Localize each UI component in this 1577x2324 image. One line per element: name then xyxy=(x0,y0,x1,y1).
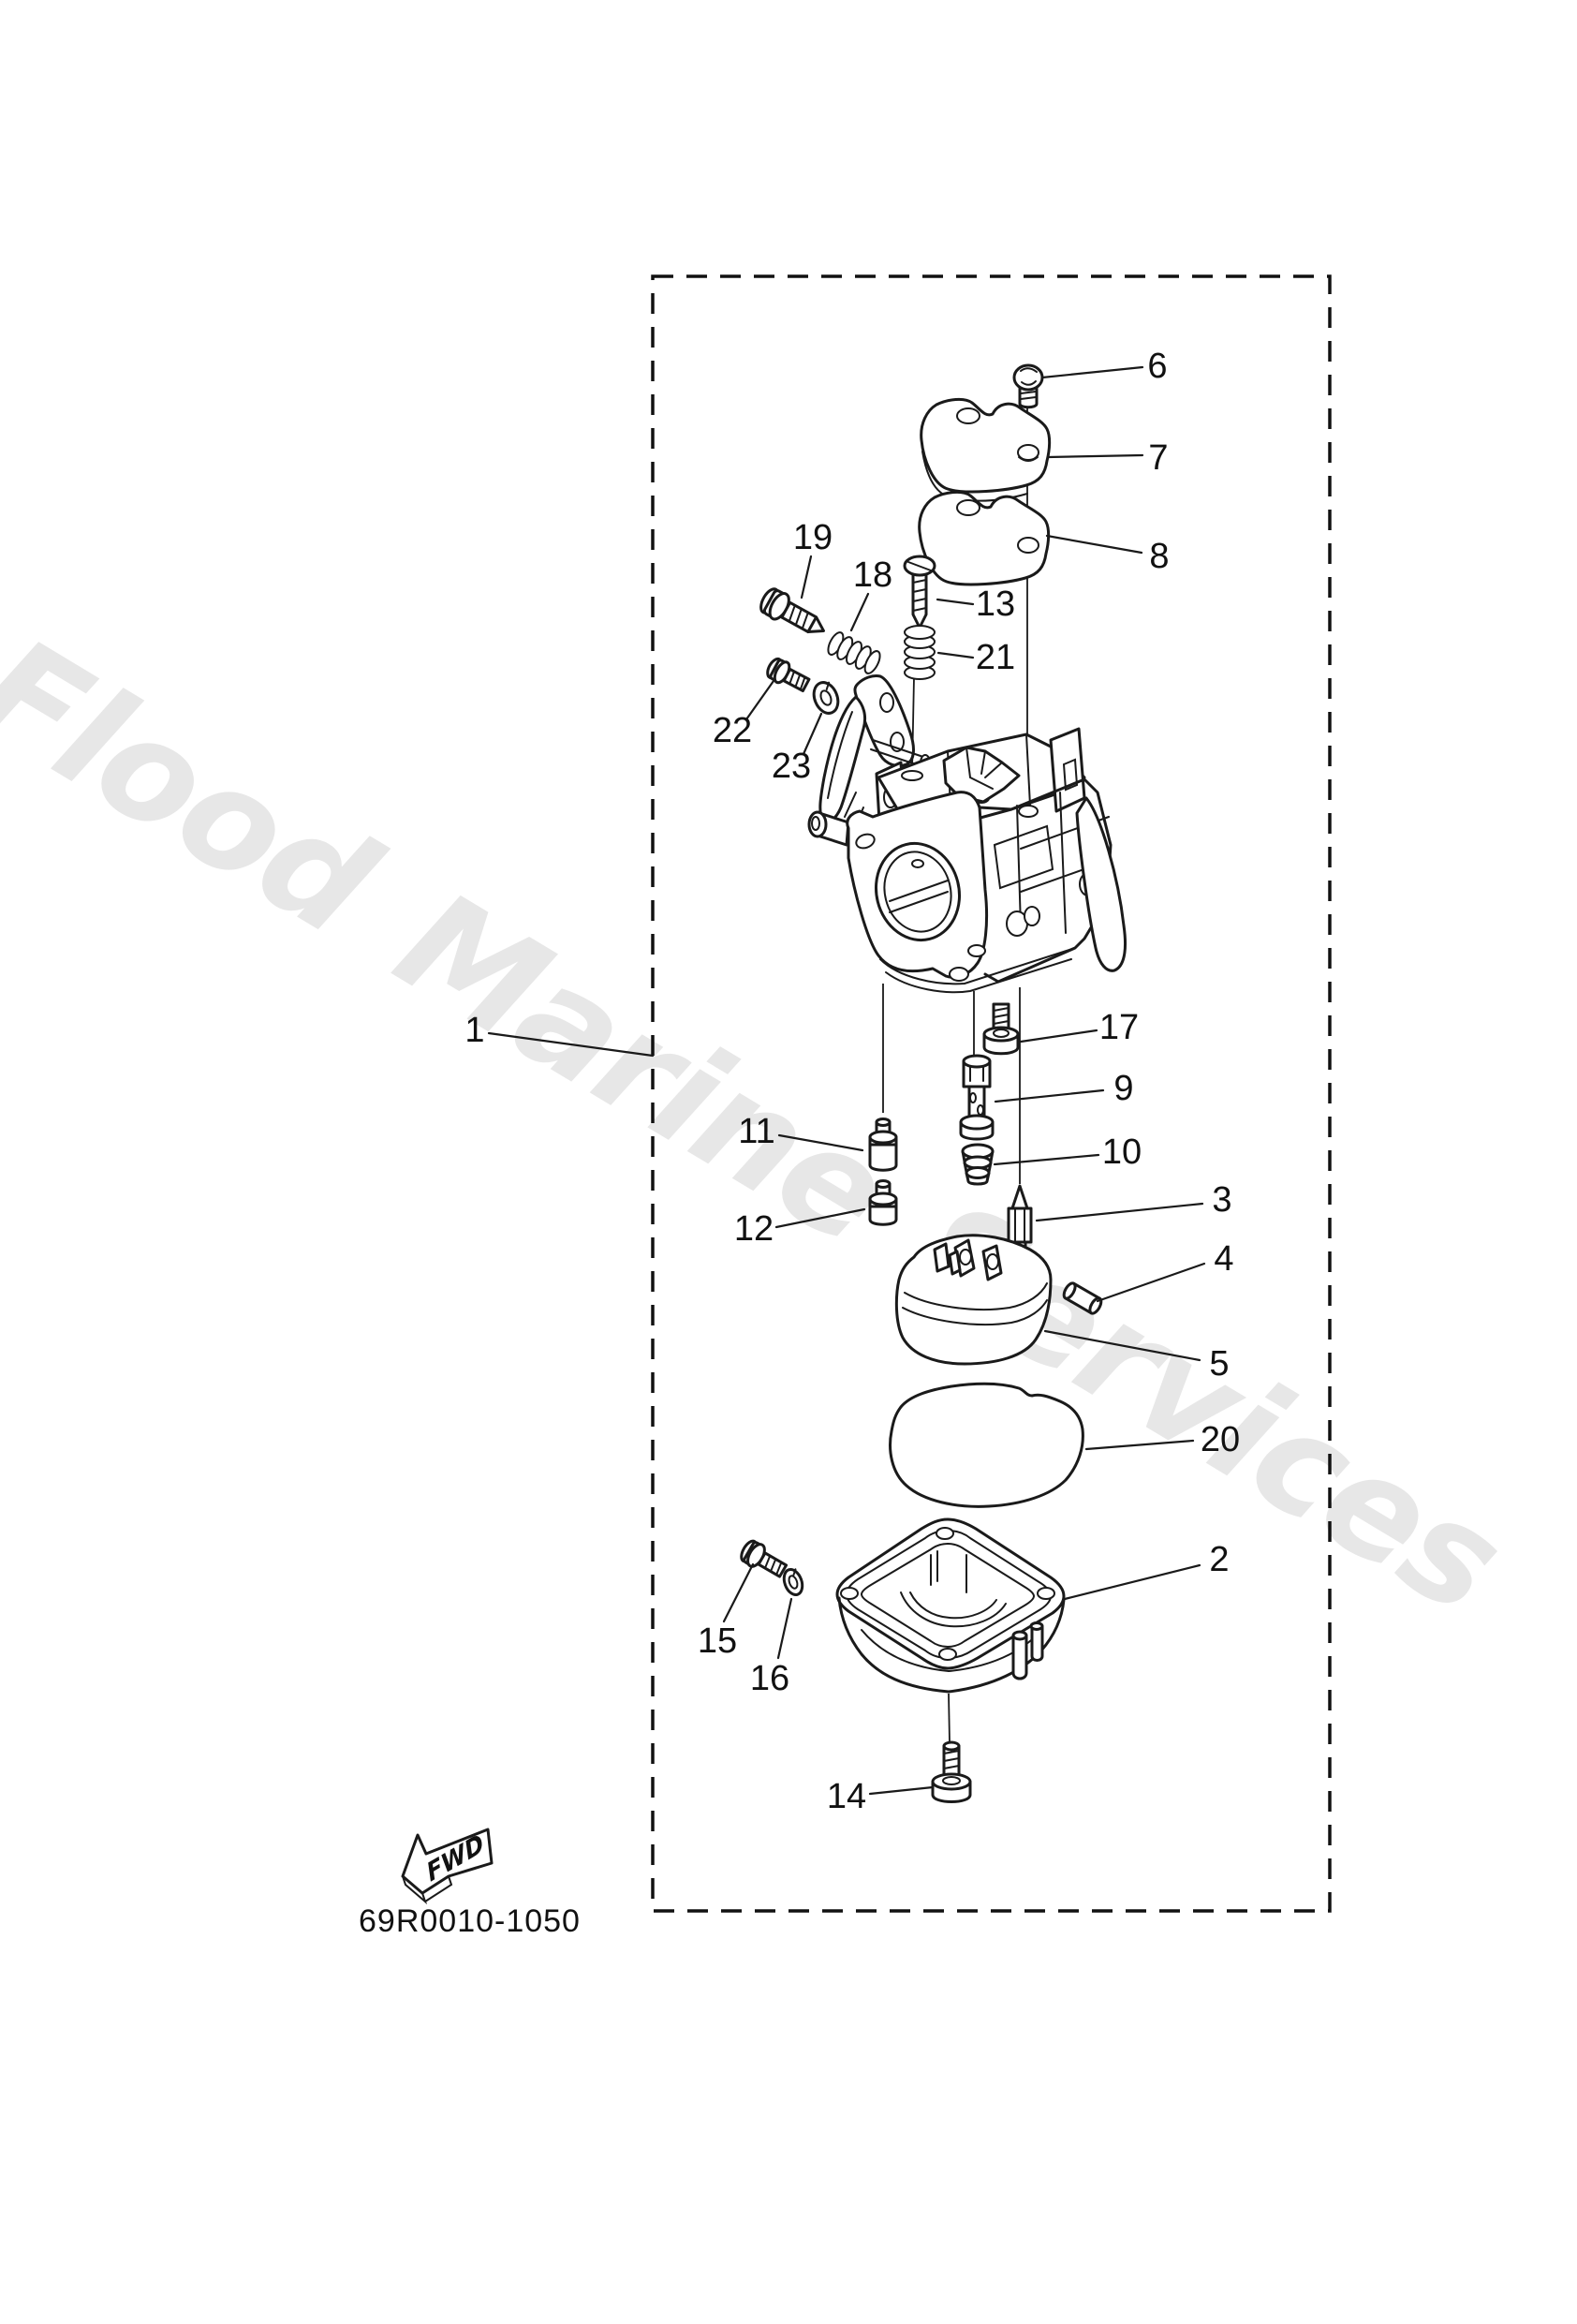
part-19-screw xyxy=(759,587,825,634)
leader-line-6 xyxy=(1040,365,1144,379)
fwd-label: FWD xyxy=(423,1829,487,1888)
callout-13: 13 xyxy=(976,585,1015,624)
part-20-gasket xyxy=(889,1382,1084,1508)
leader-line-5 xyxy=(1043,1329,1201,1362)
callout-11: 11 xyxy=(738,1112,774,1151)
part-8-gasket xyxy=(918,490,1051,586)
callout-22: 22 xyxy=(713,711,752,750)
callout-4: 4 xyxy=(1214,1239,1233,1279)
callout-21: 21 xyxy=(976,638,1015,677)
leader-line-13 xyxy=(936,598,975,606)
leader-line-10 xyxy=(993,1153,1100,1166)
leader-line-19 xyxy=(800,555,813,600)
callout-2: 2 xyxy=(1209,1540,1229,1579)
callout-18: 18 xyxy=(853,555,892,595)
leader-line-9 xyxy=(994,1088,1105,1103)
part-2-float-bowl xyxy=(835,1517,1066,1694)
leader-line-8 xyxy=(1045,534,1143,555)
drawing-code: 69R0010-1050 xyxy=(359,1903,581,1939)
callout-16: 16 xyxy=(750,1659,789,1698)
leader-line-2 xyxy=(1063,1563,1201,1601)
callout-17: 17 xyxy=(1099,1008,1139,1047)
fwd-arrow: FWD xyxy=(401,1828,494,1905)
callout-10: 10 xyxy=(1102,1132,1142,1172)
leader-line-18 xyxy=(849,592,870,632)
part-9-nozzle xyxy=(959,1054,995,1141)
part-4-pin xyxy=(1062,1281,1103,1315)
leader-line-22 xyxy=(744,679,775,721)
callout-3: 3 xyxy=(1212,1180,1231,1220)
part-17-screw xyxy=(982,1002,1020,1056)
callout-20: 20 xyxy=(1201,1420,1240,1459)
part-6-screw xyxy=(1012,363,1044,409)
leader-line-11 xyxy=(777,1133,864,1152)
callout-8: 8 xyxy=(1149,537,1169,576)
leader-line-14 xyxy=(868,1785,935,1796)
leader-line-17 xyxy=(1019,1029,1098,1044)
assembly-frame xyxy=(651,274,1332,1913)
part-5-float xyxy=(894,1234,1053,1366)
callout-15: 15 xyxy=(698,1621,737,1661)
part-18-spring xyxy=(827,631,881,674)
callout-7: 7 xyxy=(1148,438,1168,478)
leader-line-12 xyxy=(774,1207,866,1229)
part-15-screw xyxy=(740,1539,788,1578)
part-7-cover xyxy=(920,397,1052,502)
leader-line-3 xyxy=(1035,1202,1204,1222)
leader-line-20 xyxy=(1084,1439,1195,1451)
leader-line-1 xyxy=(487,1031,655,1058)
leader-line-23 xyxy=(802,712,823,756)
callout-14: 14 xyxy=(827,1777,866,1816)
part-12-plug xyxy=(868,1179,898,1226)
leader-line-7 xyxy=(1046,453,1144,459)
part-10-seat xyxy=(961,1143,995,1186)
part-1-carburetor-body xyxy=(807,674,1127,994)
callout-9: 9 xyxy=(1113,1069,1133,1108)
leader-line-21 xyxy=(936,651,975,659)
part-22-screw xyxy=(766,657,811,693)
part-13-screw xyxy=(903,555,936,629)
part-14-screw xyxy=(931,1740,972,1803)
callout-1: 1 xyxy=(464,1011,484,1050)
leader-line-16 xyxy=(776,1597,793,1660)
leader-line-15 xyxy=(722,1562,755,1623)
callout-12: 12 xyxy=(734,1209,774,1249)
callout-19: 19 xyxy=(793,518,833,557)
part-11-plug xyxy=(868,1118,898,1172)
part-23-washer xyxy=(812,681,840,715)
callout-5: 5 xyxy=(1209,1344,1229,1384)
callout-6: 6 xyxy=(1147,347,1167,386)
leader-line-4 xyxy=(1096,1262,1206,1303)
callout-23: 23 xyxy=(772,747,811,786)
part-16-washer xyxy=(782,1567,804,1597)
part-21-spring xyxy=(904,625,936,680)
